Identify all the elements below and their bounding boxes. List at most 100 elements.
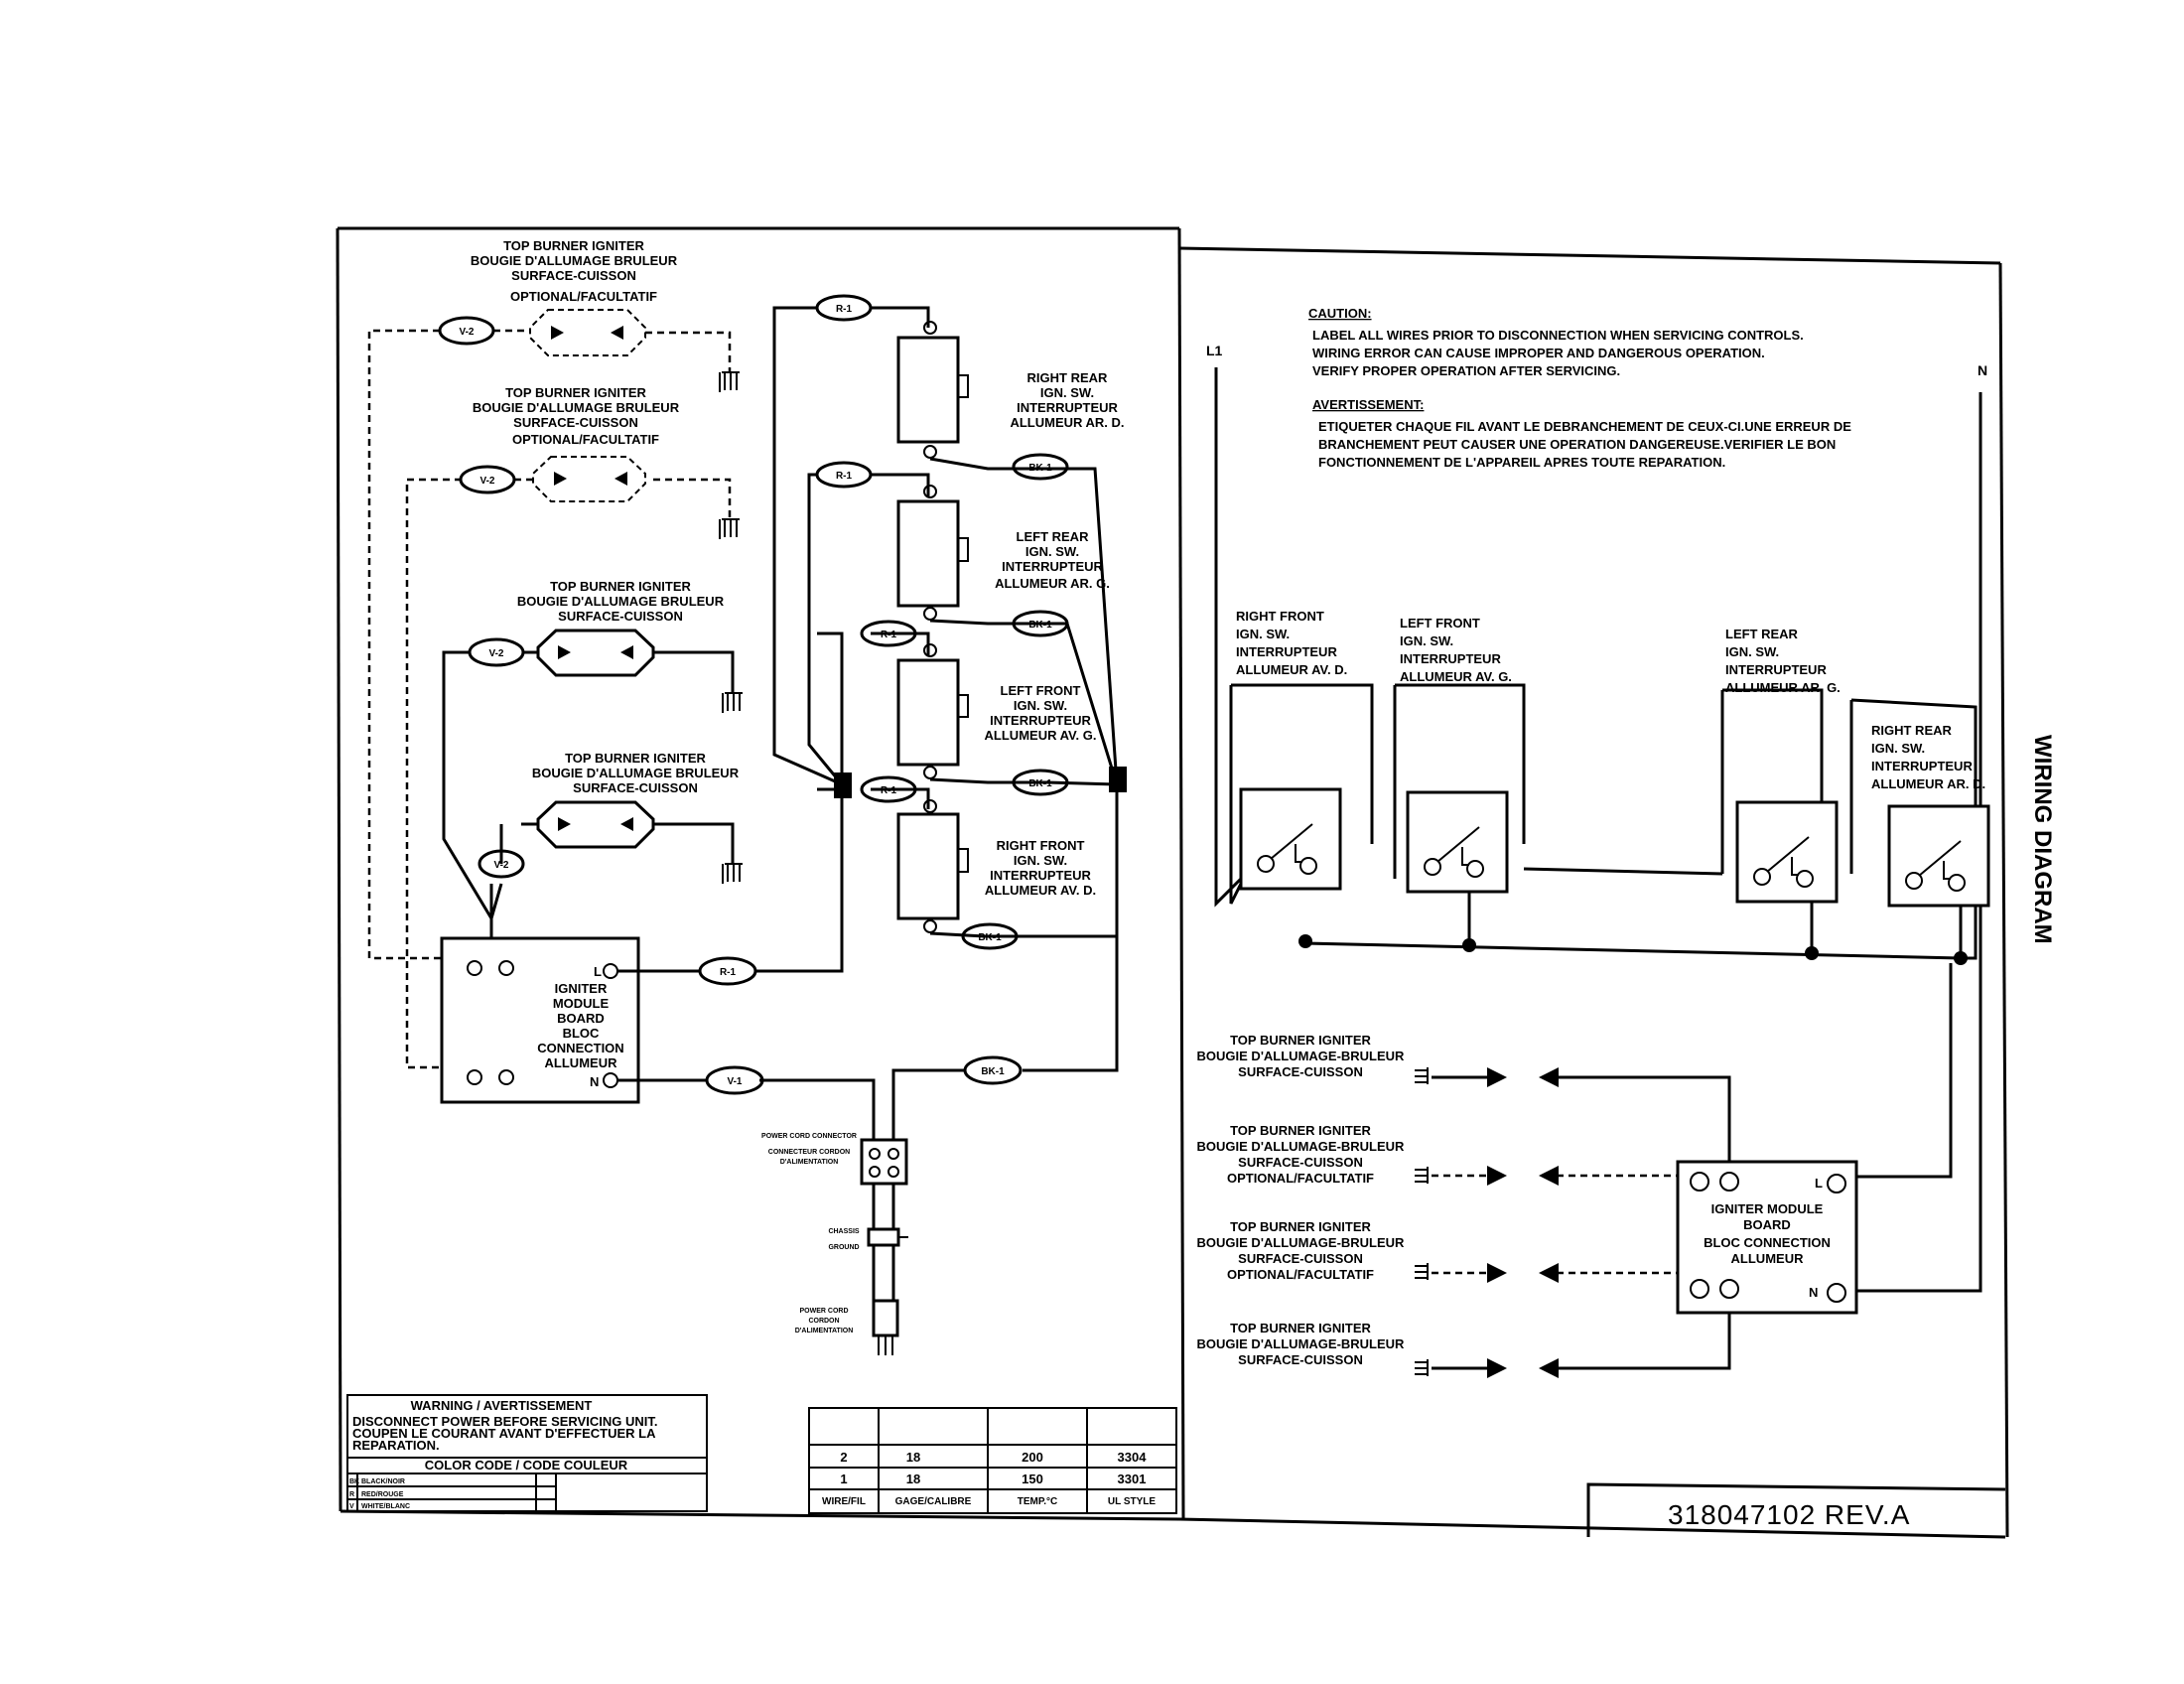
wire-tag-v2-4: V-2 — [493, 860, 508, 871]
spec-row-2-temp: 150 — [1022, 1472, 1043, 1486]
right-switch-1-line-2: IGN. SW. — [1236, 627, 1290, 641]
wire-tag-v2-3: V-2 — [488, 648, 503, 659]
right-igniter-3-line-4: OPTIONAL/FACULTATIF — [1227, 1267, 1374, 1282]
right-switch-1-line-4: ALLUMEUR AV. D. — [1236, 662, 1347, 677]
left-igniter-module: L N IGNITER MODULE BOARD BLOC CONNECTION… — [440, 936, 640, 1104]
right-switch-2-line-2: IGN. SW. — [1400, 633, 1453, 648]
spec-row-1-wire: 2 — [840, 1450, 847, 1465]
color-code-3-name: WHITE/BLANC — [361, 1503, 410, 1510]
left-switch-4-line-3: INTERRUPTEUR — [990, 868, 1091, 883]
left-switch-1-line-1: RIGHT REAR — [1027, 370, 1109, 385]
caution-block: CAUTION: LABEL ALL WIRES PRIOR TO DISCON… — [1308, 306, 1851, 470]
caution-line-2: WIRING ERROR CAN CAUSE IMPROPER AND DANG… — [1312, 346, 1765, 360]
wire-tag-bk1-sw1: BK-1 — [1028, 463, 1052, 474]
avertissement-title: AVERTISSEMENT: — [1312, 397, 1424, 412]
left-module-n-terminal: N — [590, 1074, 599, 1089]
right-module-line-4: ALLUMEUR — [1731, 1251, 1805, 1266]
left-igniter-3-line-3: SURFACE-CUISSON — [558, 609, 683, 624]
spec-row-1-style: 3304 — [1118, 1450, 1148, 1465]
left-switch-4-line-4: ALLUMEUR AV. D. — [985, 883, 1096, 898]
power-cord: POWER CORD CONNECTOR CONNECTEUR CORDON D… — [761, 1133, 908, 1355]
left-igniter-1-label: TOP BURNER IGNITER BOUGIE D'ALLUMAGE BRU… — [471, 238, 678, 304]
color-code-1-name: BLACK/NOIR — [361, 1478, 405, 1485]
left-igniter-4-symbol — [536, 800, 655, 849]
warning-box: WARNING / AVERTISSEMENT DISCONNECT POWER… — [346, 1394, 708, 1512]
right-switch-2-line-3: INTERRUPTEUR — [1400, 651, 1501, 666]
left-switch-1-line-2: IGN. SW. — [1040, 385, 1094, 400]
cord-label-1-line-3: D'ALIMENTATION — [780, 1159, 839, 1166]
left-igniter-3-line-1: TOP BURNER IGNITER — [550, 579, 691, 594]
left-switch-2-line-3: INTERRUPTEUR — [1002, 559, 1103, 574]
left-switch-1: RIGHT REAR IGN. SW. INTERRUPTEUR ALLUMEU… — [896, 321, 1125, 459]
wire-tag-r1-sw4: R-1 — [881, 785, 897, 796]
right-switch-2-line-4: ALLUMEUR AV. G. — [1400, 669, 1512, 684]
caution-line-1: LABEL ALL WIRES PRIOR TO DISCONNECTION W… — [1312, 328, 1804, 343]
right-module-line-2: BOARD — [1743, 1217, 1791, 1232]
wire-tag-r1-sw1: R-1 — [836, 304, 853, 315]
warning-title: WARNING / AVERTISSEMENT — [411, 1398, 593, 1413]
avertissement-line-3: FONCTIONNEMENT DE L'APPAREIL APRES TOUTE… — [1318, 455, 1725, 470]
right-switch-3-line-4: ALLUMEUR AR. G. — [1725, 680, 1841, 695]
spec-row-1-temp: 200 — [1022, 1450, 1043, 1465]
right-igniter-4-line-1: TOP BURNER IGNITER — [1230, 1321, 1371, 1335]
right-switch-4-line-3: INTERRUPTEUR — [1871, 759, 1973, 773]
right-switch-3-line-2: IGN. SW. — [1725, 644, 1779, 659]
color-code-1-abbr: BK — [349, 1478, 359, 1485]
spec-row-2-gage: 18 — [906, 1472, 920, 1486]
right-switch-3-line-3: INTERRUPTEUR — [1725, 662, 1827, 677]
wire-tag-r1-sw3: R-1 — [881, 630, 897, 640]
left-module-line-3: BOARD — [557, 1011, 605, 1026]
left-igniter-4-line-3: SURFACE-CUISSON — [573, 780, 698, 795]
left-module-line-6: ALLUMEUR — [545, 1055, 618, 1070]
right-igniter-2-label: TOP BURNER IGNITER BOUGIE D'ALLUMAGE-BRU… — [1197, 1123, 1406, 1186]
left-igniter-2-line-1: TOP BURNER IGNITER — [505, 385, 646, 400]
left-switch-3-line-4: ALLUMEUR AV. G. — [985, 728, 1097, 743]
right-switch-2-line-1: LEFT FRONT — [1400, 616, 1480, 631]
spec-header-gage: GAGE/CALIBRE — [895, 1496, 972, 1507]
right-igniter-1-line-3: SURFACE-CUISSON — [1238, 1064, 1363, 1079]
right-module-line-1: IGNITER MODULE — [1711, 1201, 1824, 1216]
caution-line-3: VERIFY PROPER OPERATION AFTER SERVICING. — [1312, 363, 1620, 378]
right-igniter-module: L N IGNITER MODULE BOARD BLOC CONNECTION… — [1676, 1160, 1858, 1315]
left-igniter-2-line-2: BOUGIE D'ALLUMAGE BRULEUR — [473, 400, 680, 415]
right-module-line-3: BLOC CONNECTION — [1704, 1235, 1831, 1250]
spec-header-temp: TEMP.°C — [1018, 1496, 1058, 1507]
right-igniter-3-line-1: TOP BURNER IGNITER — [1230, 1219, 1371, 1234]
avertissement-line-1: ETIQUETER CHAQUE FIL AVANT LE DEBRANCHEM… — [1318, 419, 1851, 434]
right-igniter-1-line-1: TOP BURNER IGNITER — [1230, 1033, 1371, 1048]
cord-label-2-line-1: CHASSIS — [828, 1228, 859, 1235]
right-switch-3: LEFT REAR IGN. SW. INTERRUPTEUR ALLUMEUR… — [1725, 627, 1841, 904]
right-switch-4: RIGHT REAR IGN. SW. INTERRUPTEUR ALLUMEU… — [1871, 723, 1990, 908]
right-switch-3-line-1: LEFT REAR — [1725, 627, 1799, 641]
right-igniter-1-line-2: BOUGIE D'ALLUMAGE-BRULEUR — [1197, 1049, 1406, 1063]
left-switch-wiring — [772, 306, 1127, 938]
n-label: N — [1978, 362, 1987, 378]
cord-label-1-line-1: POWER CORD CONNECTOR — [761, 1133, 857, 1140]
color-code-3-abbr: V — [349, 1503, 354, 1510]
left-switch-1-line-4: ALLUMEUR AR. D. — [1010, 415, 1124, 430]
right-supply-wiring — [1214, 367, 1982, 1293]
l1-label: L1 — [1206, 343, 1223, 358]
right-igniter-3-label: TOP BURNER IGNITER BOUGIE D'ALLUMAGE-BRU… — [1197, 1219, 1406, 1282]
left-module-line-2: MODULE — [553, 996, 610, 1011]
left-igniter-1-line-3: SURFACE-CUISSON — [511, 268, 636, 283]
right-igniter-4-label: TOP BURNER IGNITER BOUGIE D'ALLUMAGE-BRU… — [1197, 1321, 1406, 1367]
warning-line-2: COUPEN LE COURANT AVANT D'EFFECTUER LA — [352, 1426, 656, 1441]
left-switch-3-line-2: IGN. SW. — [1014, 698, 1067, 713]
color-code-title: COLOR CODE / CODE COULEUR — [425, 1458, 628, 1473]
right-switch-1: RIGHT FRONT IGN. SW. INTERRUPTEUR ALLUME… — [1236, 609, 1347, 891]
right-igniter-2-line-4: OPTIONAL/FACULTATIF — [1227, 1171, 1374, 1186]
left-switch-wire-tags: R-1 R-1 R-1 R-1 BK-1 BK-1 BK-1 BK-1 — [815, 294, 1069, 950]
left-igniter-2-label: TOP BURNER IGNITER BOUGIE D'ALLUMAGE BRU… — [473, 385, 680, 447]
left-module-line-1: IGNITER — [555, 981, 608, 996]
right-switch-4-line-2: IGN. SW. — [1871, 741, 1925, 756]
part-number: 318047102 REV.A — [1668, 1499, 1910, 1530]
left-switch-3-line-3: INTERRUPTEUR — [990, 713, 1091, 728]
warning-line-1: DISCONNECT POWER BEFORE SERVICING UNIT. — [352, 1414, 657, 1429]
left-igniter-3-symbol — [536, 629, 655, 677]
left-module-l-terminal: L — [594, 964, 602, 979]
cord-label-1-line-2: CONNECTEUR CORDON — [768, 1149, 850, 1156]
wiring-diagram-title: WIRING DIAGRAM — [2029, 735, 2056, 944]
left-igniter-1-line-4: OPTIONAL/FACULTATIF — [510, 289, 657, 304]
left-switch-2-line-1: LEFT REAR — [1017, 529, 1090, 544]
